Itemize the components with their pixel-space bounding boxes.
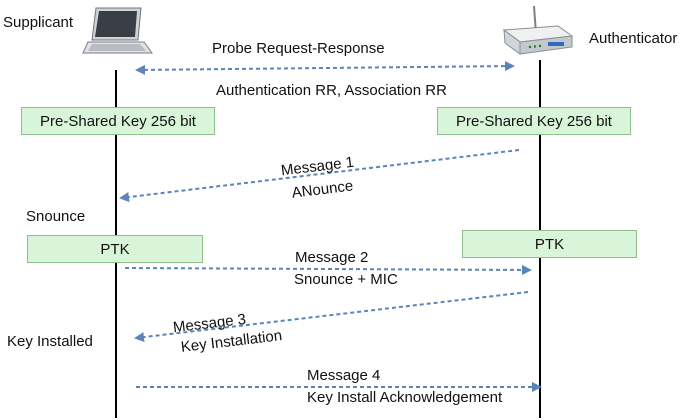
wireless-router-icon [502,5,574,55]
auth-assoc-label: Authentication RR, Association RR [216,82,447,99]
message-2-arrow [124,264,532,275]
key-installed-label: Key Installed [7,333,93,350]
supplicant-psk-box: Pre-Shared Key 256 bit [21,107,215,135]
snounce-label: Snounce [26,208,86,225]
message-4-content: Key Install Acknowledgement [307,389,503,406]
authenticator-label: Authenticator [589,30,678,47]
message-4-title: Message 4 [307,367,381,384]
authenticator-ptk-box: PTK [462,230,637,258]
message-1-arrow [119,149,520,203]
message-2-content: Snounce + MIC [294,271,398,288]
message-3-arrow [134,291,529,343]
supplicant-ptk-box: PTK [27,235,203,263]
probe-label: Probe Request-Response [212,40,385,57]
laptop-icon [82,7,153,54]
supplicant-label: Supplicant [3,14,74,31]
message-1-content: ANounce [291,177,354,201]
probe-arrow [135,61,515,75]
message-1-title: Message 1 [280,154,355,180]
authenticator-psk-box: Pre-Shared Key 256 bit [437,107,631,135]
message-2-title: Message 2 [295,249,369,266]
